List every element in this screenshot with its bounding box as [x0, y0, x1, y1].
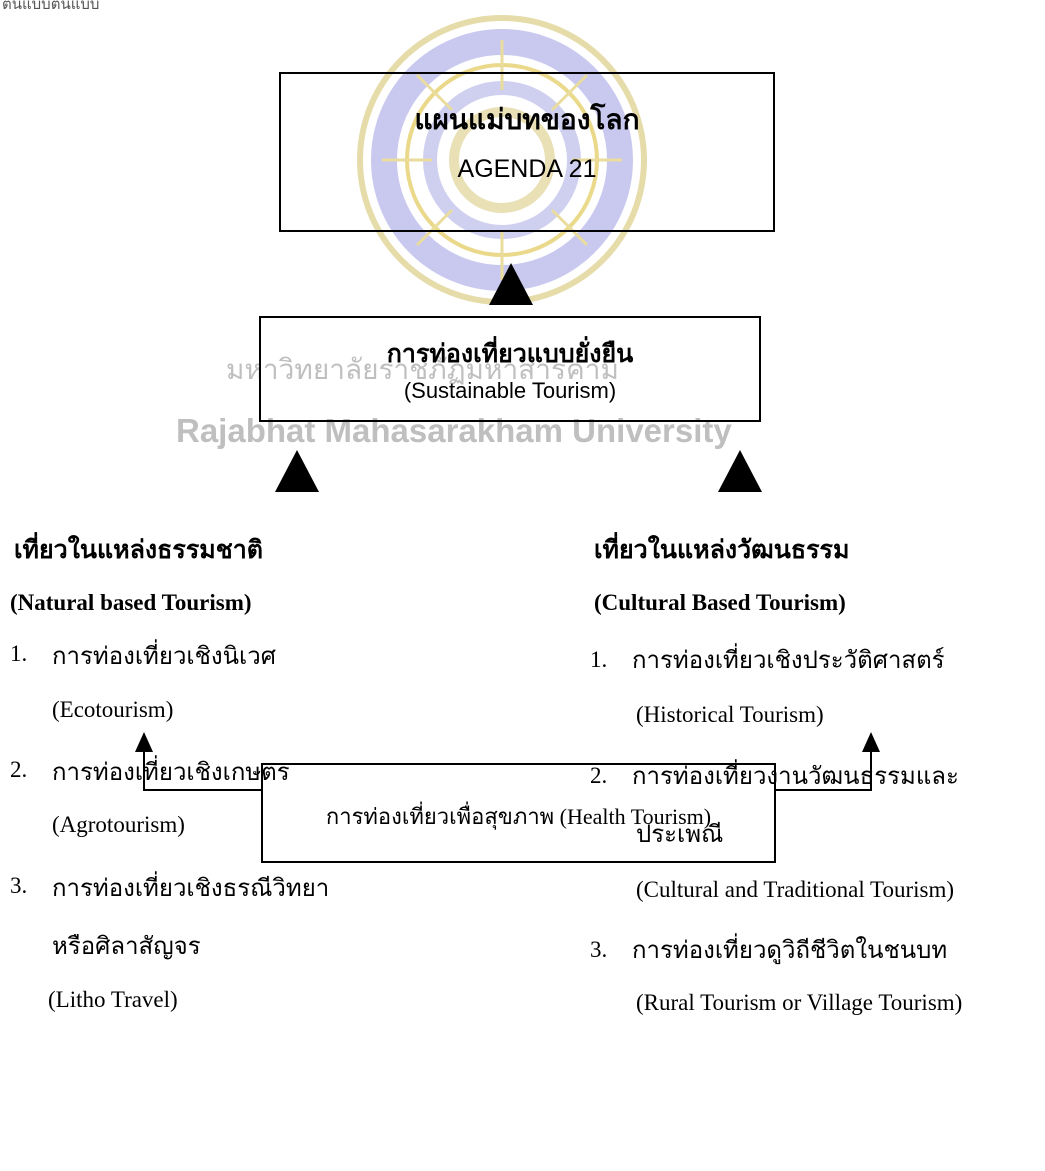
arrow-up-right	[718, 450, 762, 492]
cultural-item-thai: การท่องเที่ยวงานวัฒนธรรมและ	[632, 762, 959, 790]
cultural-heading-thai: เที่ยวในแหล่งวัฒนธรรม	[594, 535, 850, 564]
natural-item-number: 3.	[10, 873, 28, 898]
health-tourism-box	[261, 763, 776, 863]
university-seal-watermark	[357, 15, 647, 305]
cultural-item-thai: การท่องเที่ยวเชิงประวัติศาสตร์	[632, 646, 945, 674]
cultural-item-en: (Historical Tourism)	[636, 702, 824, 727]
natural-item-number: 2.	[10, 757, 28, 782]
agenda-en-title: AGENDA 21	[457, 155, 597, 183]
agenda-21-box	[279, 72, 775, 232]
cultural-item-number: 2.	[590, 763, 608, 788]
natural-item-en: (Agrotourism)	[52, 812, 185, 837]
page-fragment: ต้นแบบต้นแบบ	[2, 0, 100, 13]
line-health-to-natural	[143, 750, 261, 791]
sustainable-thai-title: การท่องเที่ยวแบบยั่งยืน	[386, 339, 634, 368]
natural-item-thai: การท่องเที่ยวเชิงธรณีวิทยา	[52, 874, 330, 902]
arrow-up-to-agenda	[489, 263, 533, 305]
cultural-heading-en: (Cultural Based Tourism)	[594, 590, 846, 615]
arrow-to-cultural	[862, 732, 880, 752]
cultural-item-thai-cont: ประเพณี	[636, 820, 724, 848]
arrow-to-natural	[135, 732, 153, 752]
cultural-item-number: 1.	[590, 647, 608, 672]
line-health-to-cultural	[776, 750, 872, 791]
cultural-item-thai: การท่องเที่ยวดูวิถีชีวิตในชนบท	[632, 936, 948, 964]
arrow-up-left	[275, 450, 319, 492]
natural-item-en: (Litho Travel)	[48, 987, 178, 1012]
natural-item-thai: การท่องเที่ยวเชิงนิเวศ	[52, 642, 276, 670]
natural-item-thai: การท่องเที่ยวเชิงเกษตร	[52, 758, 290, 786]
natural-heading-thai: เที่ยวในแหล่งธรรมชาติ	[14, 535, 263, 564]
watermark-thai: มหาวิทยาลัยราชภัฏมหาสารคาม	[226, 353, 619, 386]
cultural-item-en: (Rural Tourism or Village Tourism)	[636, 990, 963, 1015]
agenda-thai-title: แผนแม่บทของโลก	[414, 103, 640, 136]
health-tourism-label: การท่องเที่ยวเพื่อสุขภาพ (Health Tourism…	[325, 804, 712, 829]
natural-heading-en: (Natural based Tourism)	[10, 590, 252, 615]
sustainable-en-title: (Sustainable Tourism)	[403, 378, 617, 403]
sustainable-tourism-box	[259, 316, 761, 422]
natural-item-en: (Ecotourism)	[52, 697, 174, 722]
natural-item-thai-cont: หรือศิลาสัญจร	[52, 932, 201, 960]
cultural-item-number: 3.	[590, 937, 608, 962]
cultural-item-en: (Cultural and Traditional Tourism)	[636, 877, 955, 902]
natural-item-number: 1.	[10, 641, 28, 666]
watermark-en: Rajabhat Mahasarakham University	[176, 412, 732, 449]
